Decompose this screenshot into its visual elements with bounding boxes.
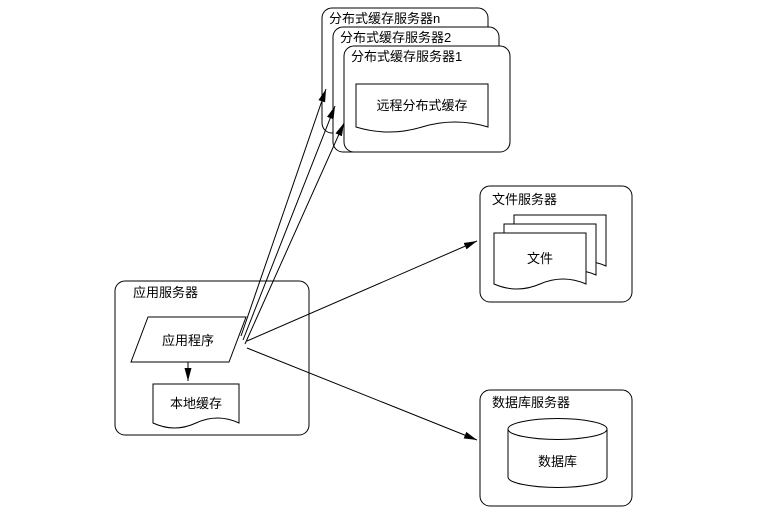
arrow-app-to-cache-server-n [240, 88, 327, 337]
database-server-group: 数据库服务器 数据库 [479, 389, 633, 507]
arrow-app-to-cache-server-2 [242, 105, 336, 341]
app-server-group: 应用服务器 应用程序 本地缓存 [114, 280, 310, 436]
database-cylinder-body [507, 429, 608, 488]
application-label: 应用程序 [162, 333, 214, 348]
database-server-title: 数据库服务器 [492, 395, 570, 410]
cache-server-n-label: 分布式缓存服务器n [329, 11, 440, 26]
file-document-front-shape [493, 232, 587, 290]
cache-server-2-label: 分布式缓存服务器2 [340, 30, 451, 45]
local-cache-label: 本地缓存 [170, 396, 222, 411]
file-server-title: 文件服务器 [492, 192, 557, 207]
app-server-title: 应用服务器 [133, 285, 198, 300]
connection-arrows [240, 88, 478, 441]
application-parallelogram-shape [130, 316, 247, 363]
remote-cache-label: 远程分布式缓存 [376, 98, 467, 113]
remote-cache-document-shape [355, 83, 489, 133]
file-server-group: 文件服务器 文件 [479, 185, 633, 303]
cache-server-stack: 分布式缓存服务器n 分布式缓存服务器2 分布式缓存服务器1 远程分布式缓存 [321, 7, 511, 153]
cache-server-1-label: 分布式缓存服务器1 [351, 49, 462, 64]
file-label: 文件 [527, 251, 553, 266]
database-label: 数据库 [538, 454, 577, 469]
arrow-app-to-database-server [246, 347, 478, 441]
local-cache-document-shape [152, 383, 240, 429]
database-cylinder-top [507, 418, 608, 440]
arrow-app-to-file-server [246, 240, 478, 342]
arrow-app-to-cache-server-1 [244, 122, 345, 345]
